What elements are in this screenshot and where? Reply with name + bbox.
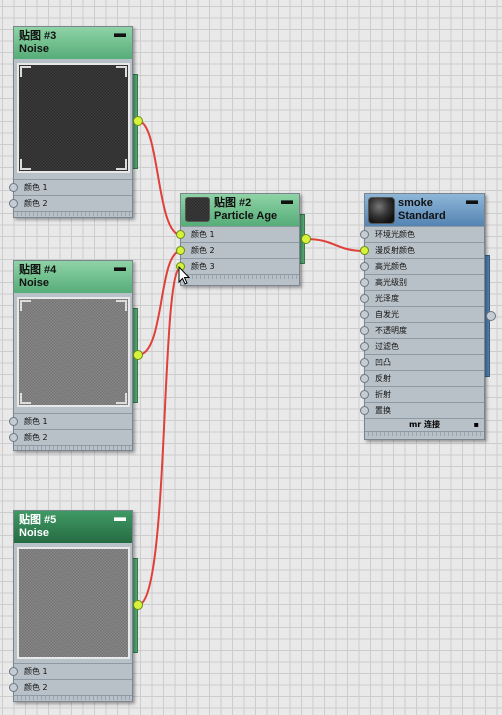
wire-map4-to-map2-color2 (137, 250, 182, 356)
mr-connection-rollout[interactable]: mr 连接 ▪ (365, 418, 484, 431)
node-type: Noise (19, 527, 49, 539)
node-map3-noise[interactable]: 贴图 #3 Noise ▬ 颜色 1 颜色 2 (9, 26, 133, 218)
output-socket[interactable] (133, 350, 143, 360)
input-self-illumination[interactable]: 自发光 (360, 306, 484, 322)
node-title: 贴图 #4 (19, 264, 57, 276)
input-socket[interactable] (9, 199, 18, 208)
node-type: Particle Age (214, 210, 278, 222)
output-socket[interactable] (133, 600, 143, 610)
input-color-3[interactable]: 颜色 3 (176, 258, 299, 274)
input-ambient-color[interactable]: 环境光颜色 (360, 226, 484, 242)
node-title: smoke (398, 197, 433, 209)
input-socket[interactable] (9, 417, 18, 426)
rollout-toggle-icon[interactable]: ▪ (473, 420, 479, 429)
input-socket[interactable] (360, 406, 369, 415)
input-displacement[interactable]: 置换 (360, 402, 484, 418)
input-color-2[interactable]: 颜色 2 (9, 429, 132, 445)
input-socket[interactable] (360, 326, 369, 335)
input-refraction[interactable]: 折射 (360, 386, 484, 402)
input-socket[interactable] (360, 278, 369, 287)
minimize-button[interactable]: ▬ (114, 26, 126, 40)
minimize-button[interactable]: ▬ (466, 193, 478, 207)
noise-preview (17, 63, 130, 173)
node-map2-particle-age[interactable]: 贴图 #2 Particle Age ▬ 颜色 1 颜色 2 颜色 3 (176, 193, 300, 286)
resize-grip[interactable] (14, 445, 132, 450)
input-color-2[interactable]: 颜色 2 (9, 195, 132, 211)
input-specular-color[interactable]: 高光颜色 (360, 258, 484, 274)
input-color-2[interactable]: 颜色 2 (176, 242, 299, 258)
input-socket[interactable] (176, 246, 185, 255)
node-title: 贴图 #2 (214, 197, 252, 209)
input-color-2[interactable]: 颜色 2 (9, 679, 132, 695)
input-color-1[interactable]: 颜色 1 (9, 179, 132, 195)
footer-label: mr 连接 (408, 420, 441, 429)
input-filter-color[interactable]: 过滤色 (360, 338, 484, 354)
resize-grip[interactable] (365, 431, 484, 436)
material-thumbnail (368, 197, 395, 224)
input-socket[interactable] (9, 683, 18, 692)
input-socket[interactable] (176, 230, 185, 239)
input-socket[interactable] (360, 310, 369, 319)
minimize-button[interactable]: ▬ (114, 510, 126, 524)
input-socket[interactable] (360, 294, 369, 303)
resize-grip[interactable] (14, 695, 132, 700)
input-color-1[interactable]: 颜色 1 (176, 226, 299, 242)
input-socket[interactable] (360, 230, 369, 239)
material-thumbnail (185, 197, 210, 222)
input-specular-level[interactable]: 高光级别 (360, 274, 484, 290)
input-socket[interactable] (360, 358, 369, 367)
input-socket[interactable] (360, 374, 369, 383)
node-header[interactable]: 贴图 #2 Particle Age ▬ (181, 194, 299, 226)
input-socket[interactable] (9, 183, 18, 192)
wire-map2-to-smoke-diffuse (305, 238, 365, 252)
input-socket[interactable] (360, 342, 369, 351)
node-header[interactable]: 贴图 #5 Noise ▬ (14, 511, 132, 543)
node-map5-noise[interactable]: 贴图 #5 Noise ▬ 颜色 1 颜色 2 (9, 510, 133, 702)
input-socket[interactable] (360, 390, 369, 399)
input-socket[interactable] (360, 246, 369, 255)
input-glossiness[interactable]: 光泽度 (360, 290, 484, 306)
wire-map3-to-map2-color1 (137, 120, 182, 236)
node-map4-noise[interactable]: 贴图 #4 Noise ▬ 颜色 1 颜色 2 (9, 260, 133, 451)
resize-grip[interactable] (14, 211, 132, 216)
resize-grip[interactable] (181, 274, 299, 279)
input-color-1[interactable]: 颜色 1 (9, 413, 132, 429)
input-opacity[interactable]: 不透明度 (360, 322, 484, 338)
node-header[interactable]: 贴图 #3 Noise ▬ (14, 27, 132, 59)
minimize-button[interactable]: ▬ (114, 260, 126, 274)
output-socket[interactable] (486, 311, 496, 321)
input-diffuse-color[interactable]: 漫反射颜色 (360, 242, 484, 258)
node-header[interactable]: smoke Standard ▬ (365, 194, 484, 226)
node-title: 贴图 #3 (19, 30, 57, 42)
node-type: Noise (19, 43, 49, 55)
input-socket[interactable] (9, 667, 18, 676)
node-type: Standard (398, 210, 446, 222)
minimize-button[interactable]: ▬ (281, 193, 293, 207)
input-reflection[interactable]: 反射 (360, 370, 484, 386)
wire-map5-to-map2-color3 (137, 266, 182, 606)
node-type: Noise (19, 277, 49, 289)
node-smoke-standard[interactable]: smoke Standard ▬ 环境光颜色 漫反射颜色 高光颜色 高光级别 光… (360, 193, 485, 440)
noise-preview (17, 547, 130, 659)
mouse-cursor-icon (178, 266, 191, 285)
node-header[interactable]: 贴图 #4 Noise ▬ (14, 261, 132, 293)
noise-preview (17, 297, 130, 407)
input-bump[interactable]: 凹凸 (360, 354, 484, 370)
output-socket[interactable] (301, 234, 311, 244)
input-color-1[interactable]: 颜色 1 (9, 663, 132, 679)
node-title: 贴图 #5 (19, 514, 57, 526)
output-socket[interactable] (133, 116, 143, 126)
input-socket[interactable] (360, 262, 369, 271)
input-socket[interactable] (9, 433, 18, 442)
